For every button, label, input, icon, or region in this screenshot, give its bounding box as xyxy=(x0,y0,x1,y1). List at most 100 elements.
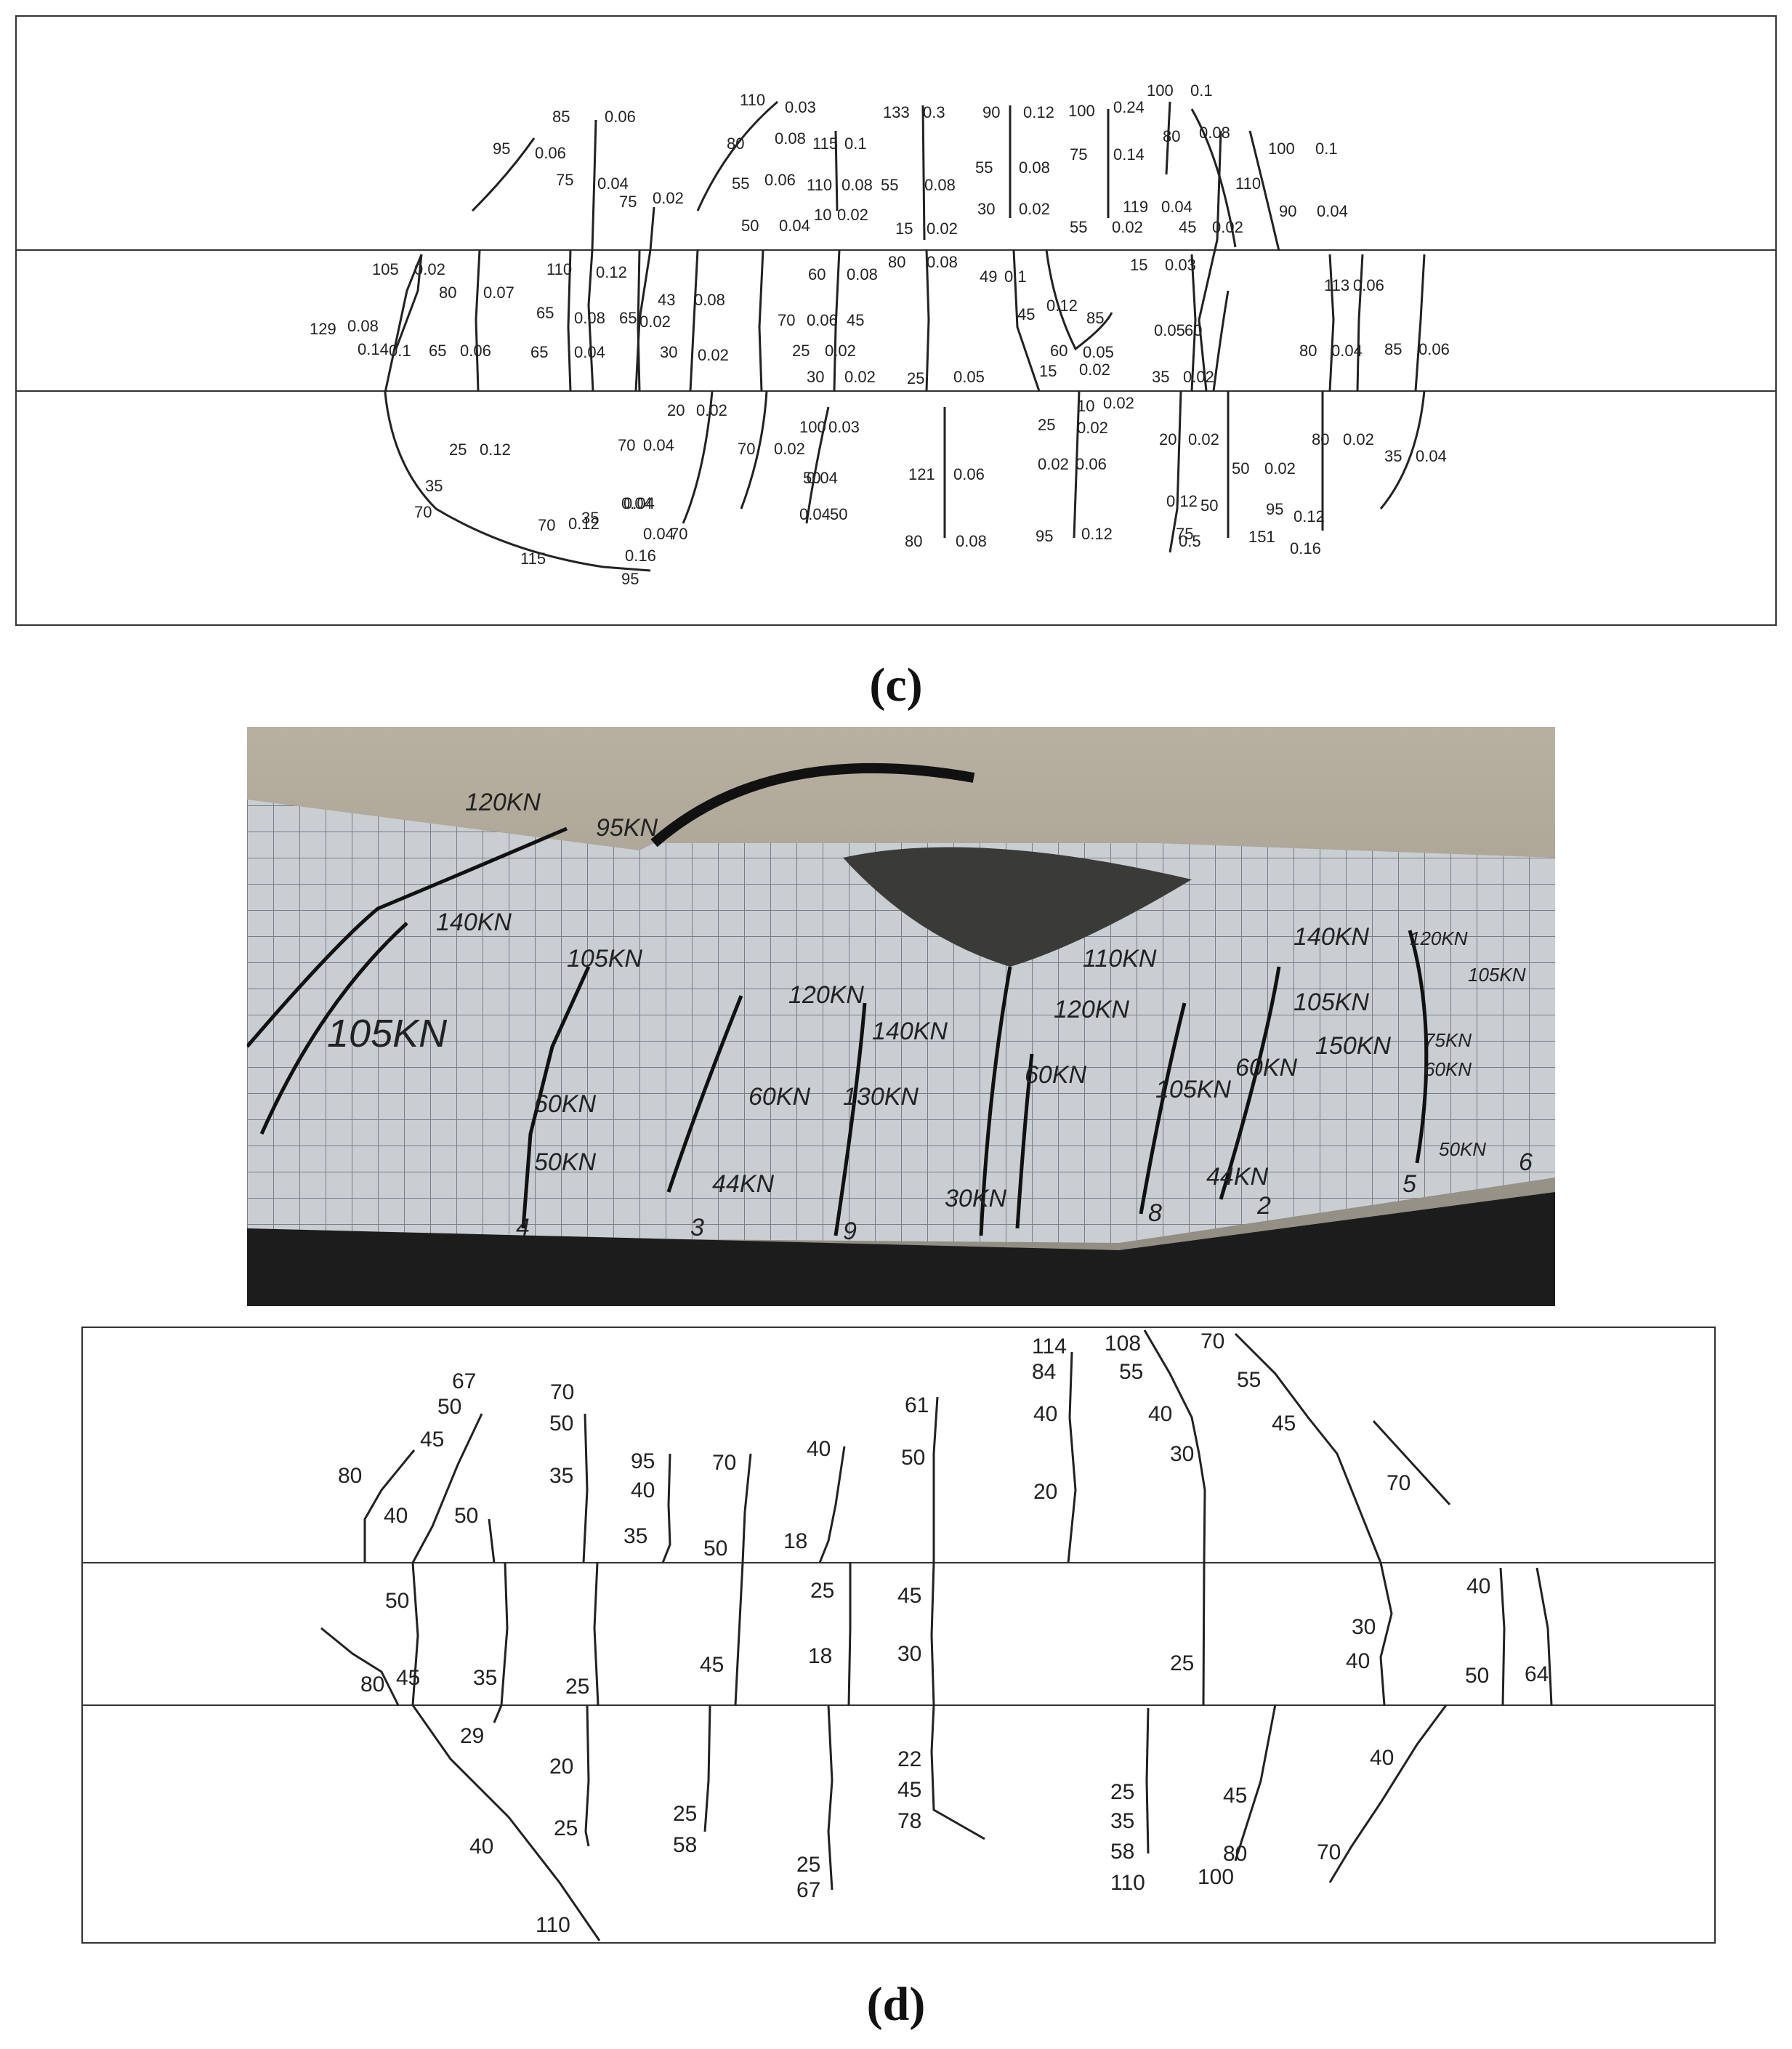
crack-label: 0.02 xyxy=(844,368,876,386)
crack-label: 55 xyxy=(1119,1360,1143,1384)
photo-annotation: 60KN xyxy=(1025,1061,1086,1089)
crack-label: 0.05 xyxy=(1083,343,1114,361)
crack-label: 0.02 xyxy=(1077,419,1108,437)
crack-label: 0.02 xyxy=(774,440,805,458)
crack-label: 55 xyxy=(1070,218,1087,236)
crack-label: 0.02 xyxy=(1079,361,1110,379)
crack-label: 0.04 xyxy=(574,343,605,361)
crack-label: 70 xyxy=(738,440,755,458)
crack-label: 0.02 xyxy=(414,260,445,278)
crack-label: 0.12 xyxy=(1023,103,1054,121)
crack-label: 45 xyxy=(1017,305,1035,323)
crack-label: 85 xyxy=(552,108,570,126)
crack-label: 55 xyxy=(881,176,898,194)
photo-annotation: 120KN xyxy=(1410,927,1468,949)
crack-label: 0.16 xyxy=(1290,539,1321,557)
crack-label: 0.06 xyxy=(460,342,491,360)
crack-label: 35 xyxy=(1152,368,1169,386)
crack-label: 80 xyxy=(1312,430,1329,448)
crack-label: 40 xyxy=(1346,1649,1370,1673)
crack-label: 0.05 xyxy=(953,368,985,386)
photo-annotation: 150KN xyxy=(1315,1032,1391,1060)
crack-label: 0.03 xyxy=(785,98,816,116)
crack-label: 0.1 xyxy=(844,134,867,153)
crack-label: 0.07 xyxy=(483,283,514,302)
photo-annotation: 110KN xyxy=(1083,945,1157,973)
crack-label: 45 xyxy=(1272,1412,1296,1436)
crack-label: 0.02 xyxy=(1112,218,1143,236)
crack-label: 75 xyxy=(556,171,573,189)
crack-label: 151 xyxy=(1248,528,1275,546)
crack-label: 25 xyxy=(792,342,810,360)
crack-label: 70 xyxy=(414,503,432,521)
crack-label: 18 xyxy=(808,1644,832,1668)
crack-label: 0.08 xyxy=(347,317,379,335)
photo-annotation: 105KN xyxy=(567,945,642,973)
crack-label: 35 xyxy=(581,509,599,527)
photo-annotation: 2 xyxy=(1256,1192,1271,1220)
cracks-c xyxy=(384,100,1426,572)
crack-label: 80 xyxy=(1223,1842,1247,1866)
crack-label: 95 xyxy=(493,140,510,158)
crack-label: 35 xyxy=(1110,1809,1134,1833)
crack-label: 95 xyxy=(1036,527,1053,545)
crack-label: 22 xyxy=(897,1747,921,1771)
crack-label: 0.06 xyxy=(1353,276,1384,294)
crack-label: 50 xyxy=(1465,1664,1489,1688)
crack-label: 0.05 xyxy=(1154,321,1185,339)
crack-label: 0.12 xyxy=(1293,507,1325,526)
photo-annotation: 60KN xyxy=(534,1090,596,1118)
photo-annotation: 5 xyxy=(1402,1170,1416,1198)
crack-label: 25 xyxy=(673,1802,697,1826)
photo-annotation: 50KN xyxy=(1439,1138,1486,1160)
photo-annotation: 9 xyxy=(843,1217,857,1245)
crack-label: 0.06 xyxy=(764,171,796,189)
crack-label: 30 xyxy=(897,1642,921,1666)
crack-label: 0.02 xyxy=(927,220,958,238)
photo-annotation: 60KN xyxy=(748,1083,810,1111)
crack-label: 70 xyxy=(1387,1471,1410,1495)
crack-label: 40 xyxy=(1370,1746,1394,1770)
crack-label: 0.04 xyxy=(799,505,831,523)
crack-label: 121 xyxy=(908,465,935,483)
crack-label: 45 xyxy=(1223,1784,1247,1808)
crack-label: 45 xyxy=(420,1428,444,1452)
photo-annotation: 75KN xyxy=(1424,1029,1472,1051)
crack-label: 65 xyxy=(530,343,548,361)
caption-c: (c) xyxy=(869,659,923,712)
crack-label: 110 xyxy=(1235,174,1261,193)
crack-label: 80 xyxy=(439,283,456,302)
crack-label: 0.14 xyxy=(1113,145,1145,164)
crack-label: 0.08 xyxy=(694,291,725,309)
crack-label: 40 xyxy=(807,1437,831,1461)
crack-label: 35 xyxy=(473,1666,497,1690)
crack-label: 45 xyxy=(847,311,864,329)
photo-annotation: 6 xyxy=(1519,1148,1533,1176)
crack-label: 50 xyxy=(454,1504,478,1528)
crack-label: 45 xyxy=(396,1666,420,1690)
crack-label: 65 xyxy=(429,342,446,360)
photo-annotation: 120KN xyxy=(465,789,541,816)
crack-label: 0.02 xyxy=(1183,368,1214,386)
crack-label: 105 xyxy=(372,260,399,278)
crack-label: 40 xyxy=(384,1504,408,1528)
photo-annotation: 60KN xyxy=(1424,1058,1472,1080)
crack-label: 58 xyxy=(673,1833,697,1857)
crack-label: 45 xyxy=(897,1584,921,1608)
crack-label: 25 xyxy=(554,1816,578,1840)
beam-frame-d xyxy=(81,1327,1716,1944)
crack-label: 0.06 xyxy=(535,144,566,162)
crack-label: 0.16 xyxy=(625,547,656,565)
crack-label: 0.02 xyxy=(825,342,856,360)
crack-label: 60 xyxy=(808,265,826,283)
crack-label: 0.08 xyxy=(956,532,987,550)
photo-annotation: 3 xyxy=(690,1214,704,1241)
crack-label: 49 xyxy=(980,267,997,286)
crack-label: 10 xyxy=(1077,397,1094,415)
crack-labels-c: 85 0.06 110 0.03 133 0.3 90 0.12 100 0.2… xyxy=(310,81,1450,588)
crack-label: 0.08 xyxy=(775,129,806,148)
crack-label: 0.04 xyxy=(623,494,655,512)
photo-annotation: 130KN xyxy=(843,1083,919,1111)
crack-label: 50 xyxy=(549,1412,573,1436)
panel-d: 67 50 45 80 40 50 70 50 35 95 40 35 70 5… xyxy=(0,1308,1792,2049)
